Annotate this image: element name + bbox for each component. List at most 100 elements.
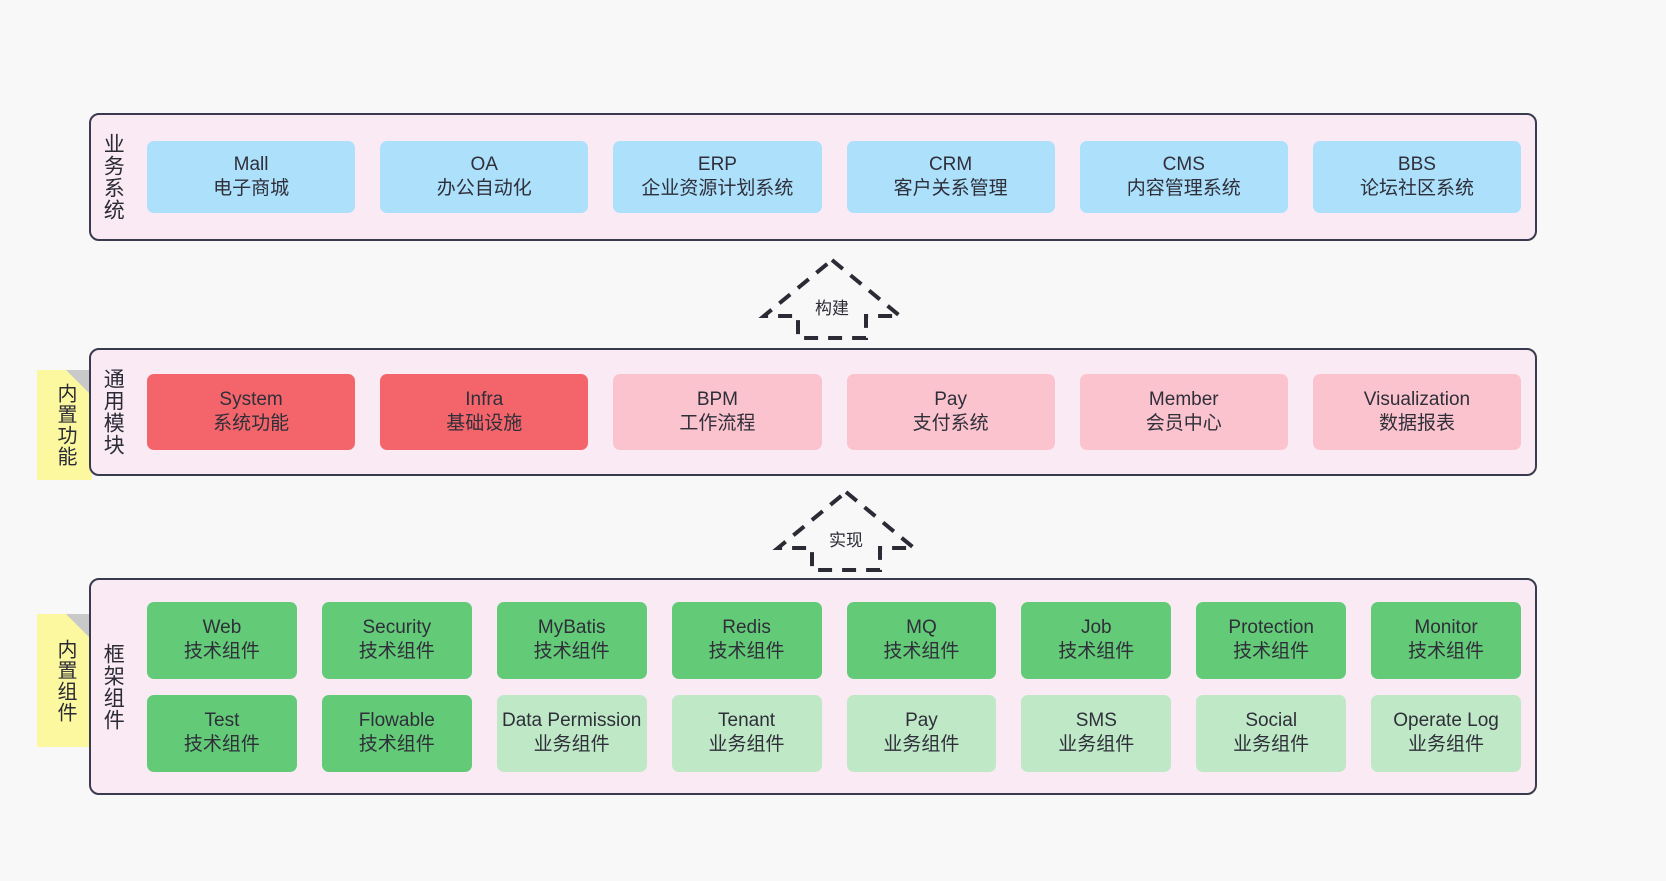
card-security[interactable]: Security 技术组件 — [321, 601, 472, 679]
card-title-cn: 支付系统 — [912, 413, 989, 434]
layer-title-common-module: 通用模块 — [101, 368, 125, 456]
card-cms[interactable]: CMS 内容管理系统 — [1079, 141, 1288, 213]
card-data-permission[interactable]: Data Permission 业务组件 — [496, 694, 647, 772]
layer-body-business-system: Mall 电子商城 OA 办公自动化 ERP 企业资源计划系统 CRM 客户关系… — [133, 115, 1535, 239]
card-title-cn: 企业资源计划系统 — [641, 178, 794, 199]
card-title-en: Monitor — [1414, 616, 1478, 638]
card-title-cn: 技术组件 — [358, 734, 435, 755]
card-pay[interactable]: Pay 支付系统 — [846, 374, 1055, 450]
card-title-cn: 系统功能 — [213, 413, 290, 434]
card-title-cn: 技术组件 — [1408, 641, 1485, 662]
card-flowable[interactable]: Flowable 技术组件 — [321, 694, 472, 772]
card-title-cn: 技术组件 — [183, 641, 260, 662]
card-title-cn: 技术组件 — [183, 734, 260, 755]
page-fold-icon — [66, 614, 92, 640]
card-title-en: Infra — [465, 388, 504, 410]
card-title-cn: 业务组件 — [1233, 734, 1310, 755]
card-tenant[interactable]: Tenant 业务组件 — [671, 694, 822, 772]
card-title-en: CMS — [1162, 153, 1205, 175]
sticky-note-builtin-feature: 内置功能 — [37, 370, 92, 480]
card-title-cn: 办公自动化 — [436, 178, 532, 199]
card-title-cn: 业务组件 — [533, 734, 610, 755]
card-job[interactable]: Job 技术组件 — [1021, 601, 1172, 679]
layer-title-framework-component: 框架组件 — [101, 642, 125, 731]
card-title-cn: 业务组件 — [708, 734, 785, 755]
card-sms[interactable]: SMS 业务组件 — [1021, 694, 1172, 772]
layer-common-module: 通用模块 System 系统功能 Infra 基础设施 BPM 工作流程 Pay… — [89, 348, 1537, 476]
card-title-en: CRM — [928, 153, 973, 175]
card-title-cn: 数据报表 — [1378, 413, 1455, 434]
card-row: Web 技术组件 Security 技术组件 MyBatis 技术组件 Redi… — [147, 601, 1521, 679]
card-row: System 系统功能 Infra 基础设施 BPM 工作流程 Pay 支付系统… — [147, 374, 1522, 450]
card-title-en: Data Permission — [501, 709, 642, 731]
card-bbs[interactable]: BBS 论坛社区系统 — [1312, 141, 1522, 213]
card-web[interactable]: Web 技术组件 — [147, 601, 297, 679]
card-title-en: Pay — [934, 388, 967, 410]
card-title-en: Test — [204, 709, 240, 731]
card-title-cn: 技术组件 — [1233, 641, 1310, 662]
card-title-en: MyBatis — [537, 616, 606, 638]
card-title-en: BPM — [696, 388, 739, 410]
card-title-en: Pay — [905, 709, 938, 731]
card-title-cn: 会员中心 — [1145, 413, 1222, 434]
card-mybatis[interactable]: MyBatis 技术组件 — [496, 601, 647, 679]
card-title-en: Web — [202, 616, 242, 638]
card-title-en: Tenant — [718, 709, 776, 731]
card-member[interactable]: Member 会员中心 — [1079, 374, 1288, 450]
sticky-note-builtin-component: 内置组件 — [37, 614, 92, 747]
layer-title-business-system: 业务系统 — [101, 133, 125, 221]
card-title-cn: 业务组件 — [1408, 734, 1485, 755]
card-title-en: Flowable — [358, 709, 435, 731]
card-crm[interactable]: CRM 客户关系管理 — [846, 141, 1055, 213]
card-title-en: Member — [1148, 388, 1219, 410]
card-monitor[interactable]: Monitor 技术组件 — [1371, 601, 1521, 679]
card-title-cn: 技术组件 — [358, 641, 435, 662]
card-title-en: OA — [470, 153, 498, 175]
card-title-en: Protection — [1228, 616, 1314, 638]
card-title-cn: 技术组件 — [533, 641, 610, 662]
card-title-cn: 工作流程 — [679, 413, 756, 434]
card-title-cn: 客户关系管理 — [893, 178, 1008, 199]
page-fold-icon — [66, 370, 92, 396]
card-row: Mall 电子商城 OA 办公自动化 ERP 企业资源计划系统 CRM 客户关系… — [147, 141, 1522, 213]
sticky-note-label: 内置功能 — [54, 383, 76, 467]
card-title-en: ERP — [697, 153, 737, 175]
card-title-cn: 电子商城 — [213, 178, 290, 199]
layer-framework-component: 框架组件 Web 技术组件 Security 技术组件 MyBatis 技术组件… — [89, 578, 1537, 795]
card-infra[interactable]: Infra 基础设施 — [380, 374, 589, 450]
card-test[interactable]: Test 技术组件 — [147, 694, 297, 772]
layer-body-common-module: System 系统功能 Infra 基础设施 BPM 工作流程 Pay 支付系统… — [133, 350, 1535, 474]
card-title-en: SMS — [1075, 709, 1117, 731]
card-oa[interactable]: OA 办公自动化 — [380, 141, 589, 213]
card-title-en: System — [219, 388, 283, 410]
card-mq[interactable]: MQ 技术组件 — [846, 601, 997, 679]
card-title-en: Security — [362, 616, 432, 638]
card-operate-log[interactable]: Operate Log 业务组件 — [1371, 694, 1521, 772]
card-title-en: Operate Log — [1393, 709, 1499, 731]
card-visualization[interactable]: Visualization 数据报表 — [1312, 374, 1522, 450]
card-title-en: Redis — [722, 616, 771, 638]
card-erp[interactable]: ERP 企业资源计划系统 — [613, 141, 822, 213]
card-social[interactable]: Social 业务组件 — [1196, 694, 1347, 772]
card-protection[interactable]: Protection 技术组件 — [1196, 601, 1347, 679]
layer-body-framework-component: Web 技术组件 Security 技术组件 MyBatis 技术组件 Redi… — [133, 580, 1535, 793]
card-redis[interactable]: Redis 技术组件 — [671, 601, 822, 679]
card-title-en: MQ — [906, 616, 937, 638]
card-system[interactable]: System 系统功能 — [147, 374, 356, 450]
layer-business-system: 业务系统 Mall 电子商城 OA 办公自动化 ERP 企业资源计划系统 CRM… — [89, 113, 1537, 241]
card-title-cn: 业务组件 — [883, 734, 960, 755]
sticky-note-label: 内置组件 — [54, 638, 76, 723]
card-title-cn: 内容管理系统 — [1126, 178, 1241, 199]
card-mall[interactable]: Mall 电子商城 — [147, 141, 356, 213]
card-title-cn: 论坛社区系统 — [1359, 178, 1474, 199]
card-pay-component[interactable]: Pay 业务组件 — [846, 694, 997, 772]
card-title-en: BBS — [1397, 153, 1436, 175]
arrow-realize: 实现 — [772, 488, 920, 572]
card-bpm[interactable]: BPM 工作流程 — [613, 374, 822, 450]
card-title-en: Job — [1080, 616, 1112, 638]
card-title-en: Visualization — [1363, 388, 1471, 410]
card-title-cn: 基础设施 — [446, 413, 523, 434]
arrow-build: 构建 — [758, 256, 906, 340]
card-title-cn: 技术组件 — [708, 641, 785, 662]
